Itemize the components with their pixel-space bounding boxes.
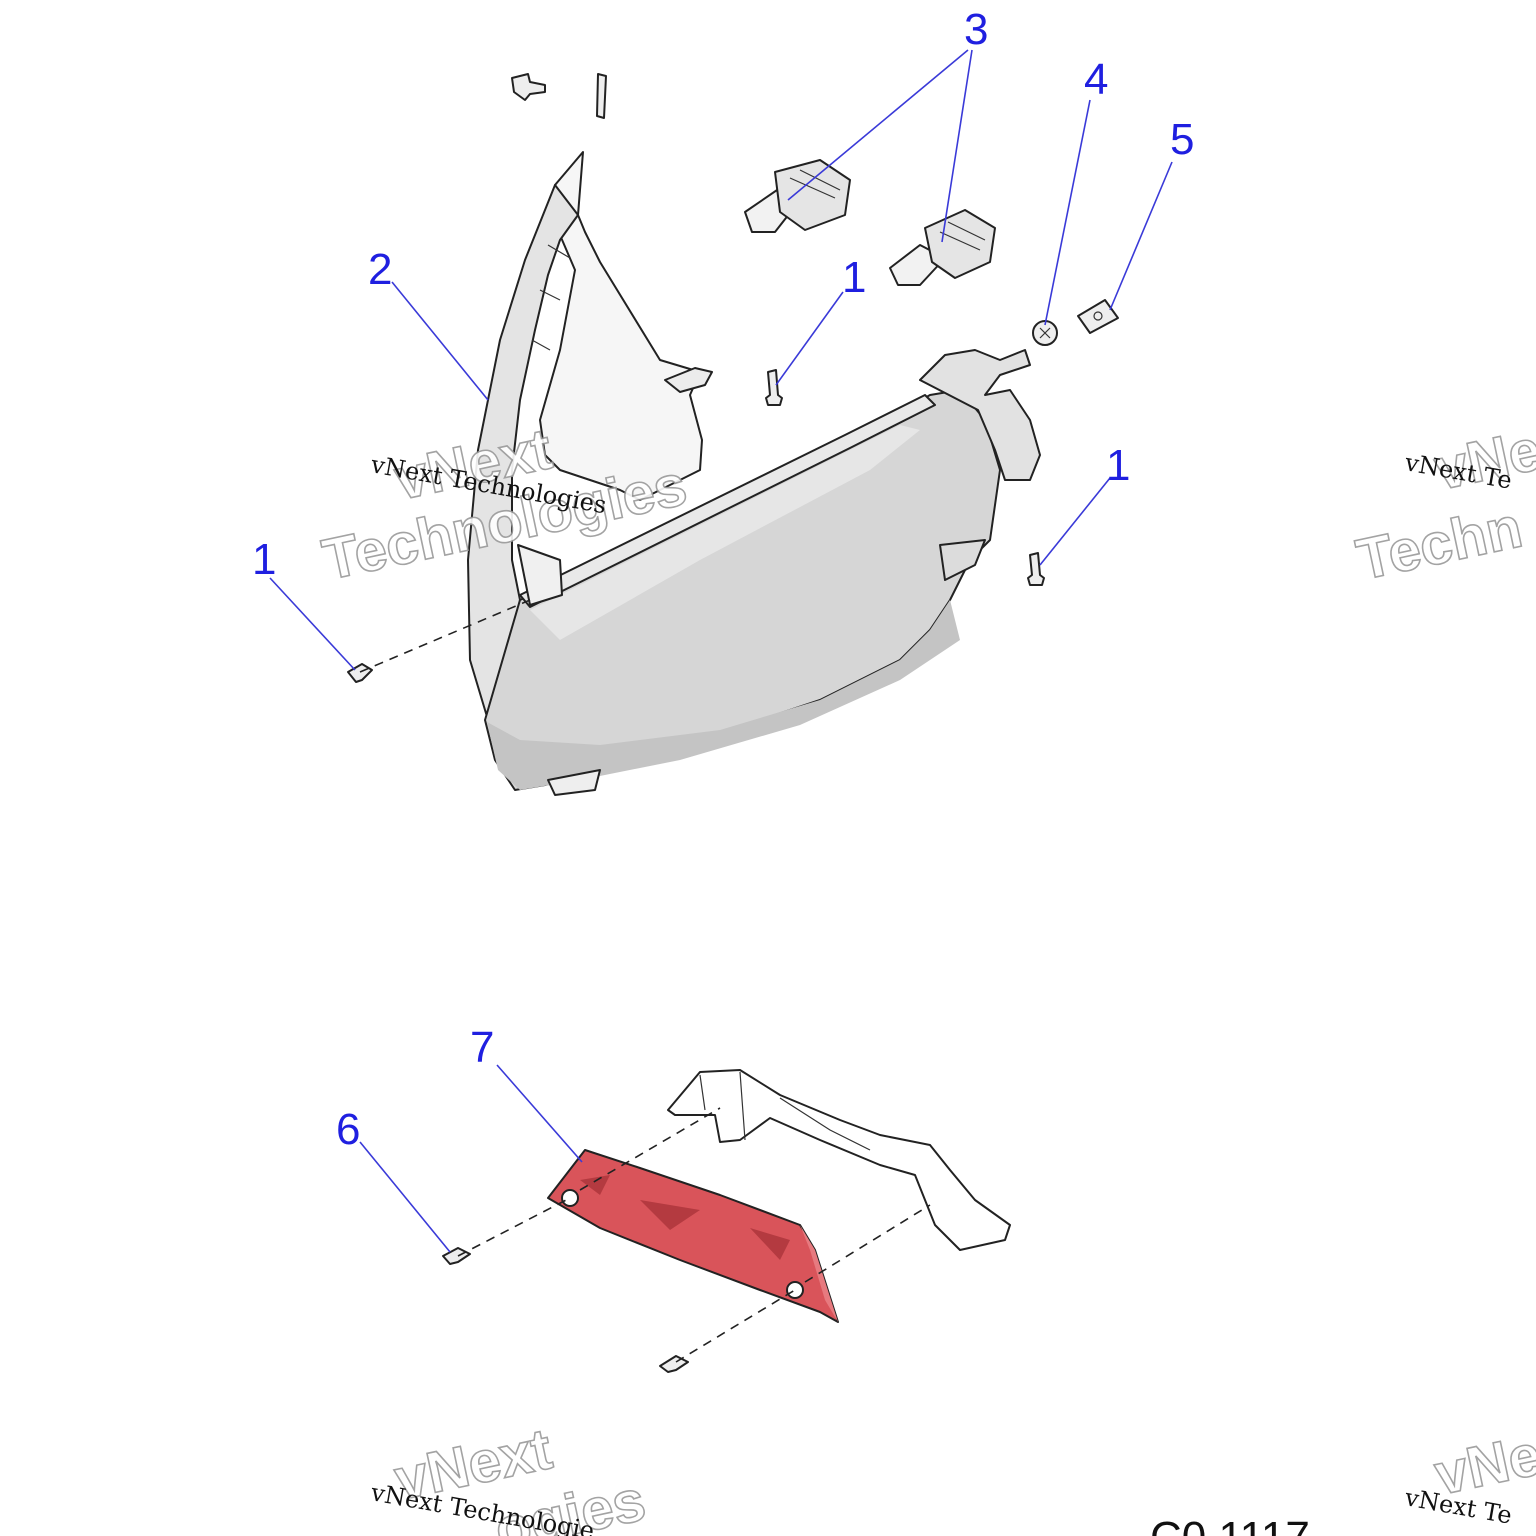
- bolt-item-4: [1032, 320, 1058, 346]
- callout-7: 7: [470, 1023, 494, 1072]
- headlight-assembly: [467, 151, 1041, 796]
- bulb-upper: [744, 159, 851, 233]
- push-rivet: [511, 73, 546, 101]
- callouts: 3 4 5 2 1 1 1 7 6: [252, 5, 1194, 1154]
- callout-1-right: 1: [1106, 441, 1130, 490]
- callout-5: 5: [1170, 115, 1194, 164]
- nut-item-5: [1077, 299, 1119, 334]
- screw-item-6: [442, 1247, 471, 1265]
- callout-2: 2: [368, 245, 392, 294]
- watermark-right-big-2: Techn: [1351, 495, 1527, 593]
- callout-6: 6: [336, 1105, 360, 1154]
- screw-lower: [659, 1355, 689, 1373]
- screw-left: [347, 663, 373, 683]
- assembly-lines: [359, 599, 931, 1363]
- clip: [596, 73, 607, 119]
- tail-light: [547, 1149, 839, 1323]
- callout-4: 4: [1084, 55, 1108, 104]
- tail-light-bracket: [667, 1069, 1011, 1251]
- callout-1-left: 1: [252, 535, 276, 584]
- screw-right: [1027, 552, 1045, 586]
- screw-upper-middle: [765, 369, 783, 406]
- callout-1-top: 1: [842, 253, 866, 302]
- callout-3: 3: [964, 5, 988, 54]
- leader-lines: [269, 49, 1173, 1253]
- bulb-lower: [889, 209, 996, 286]
